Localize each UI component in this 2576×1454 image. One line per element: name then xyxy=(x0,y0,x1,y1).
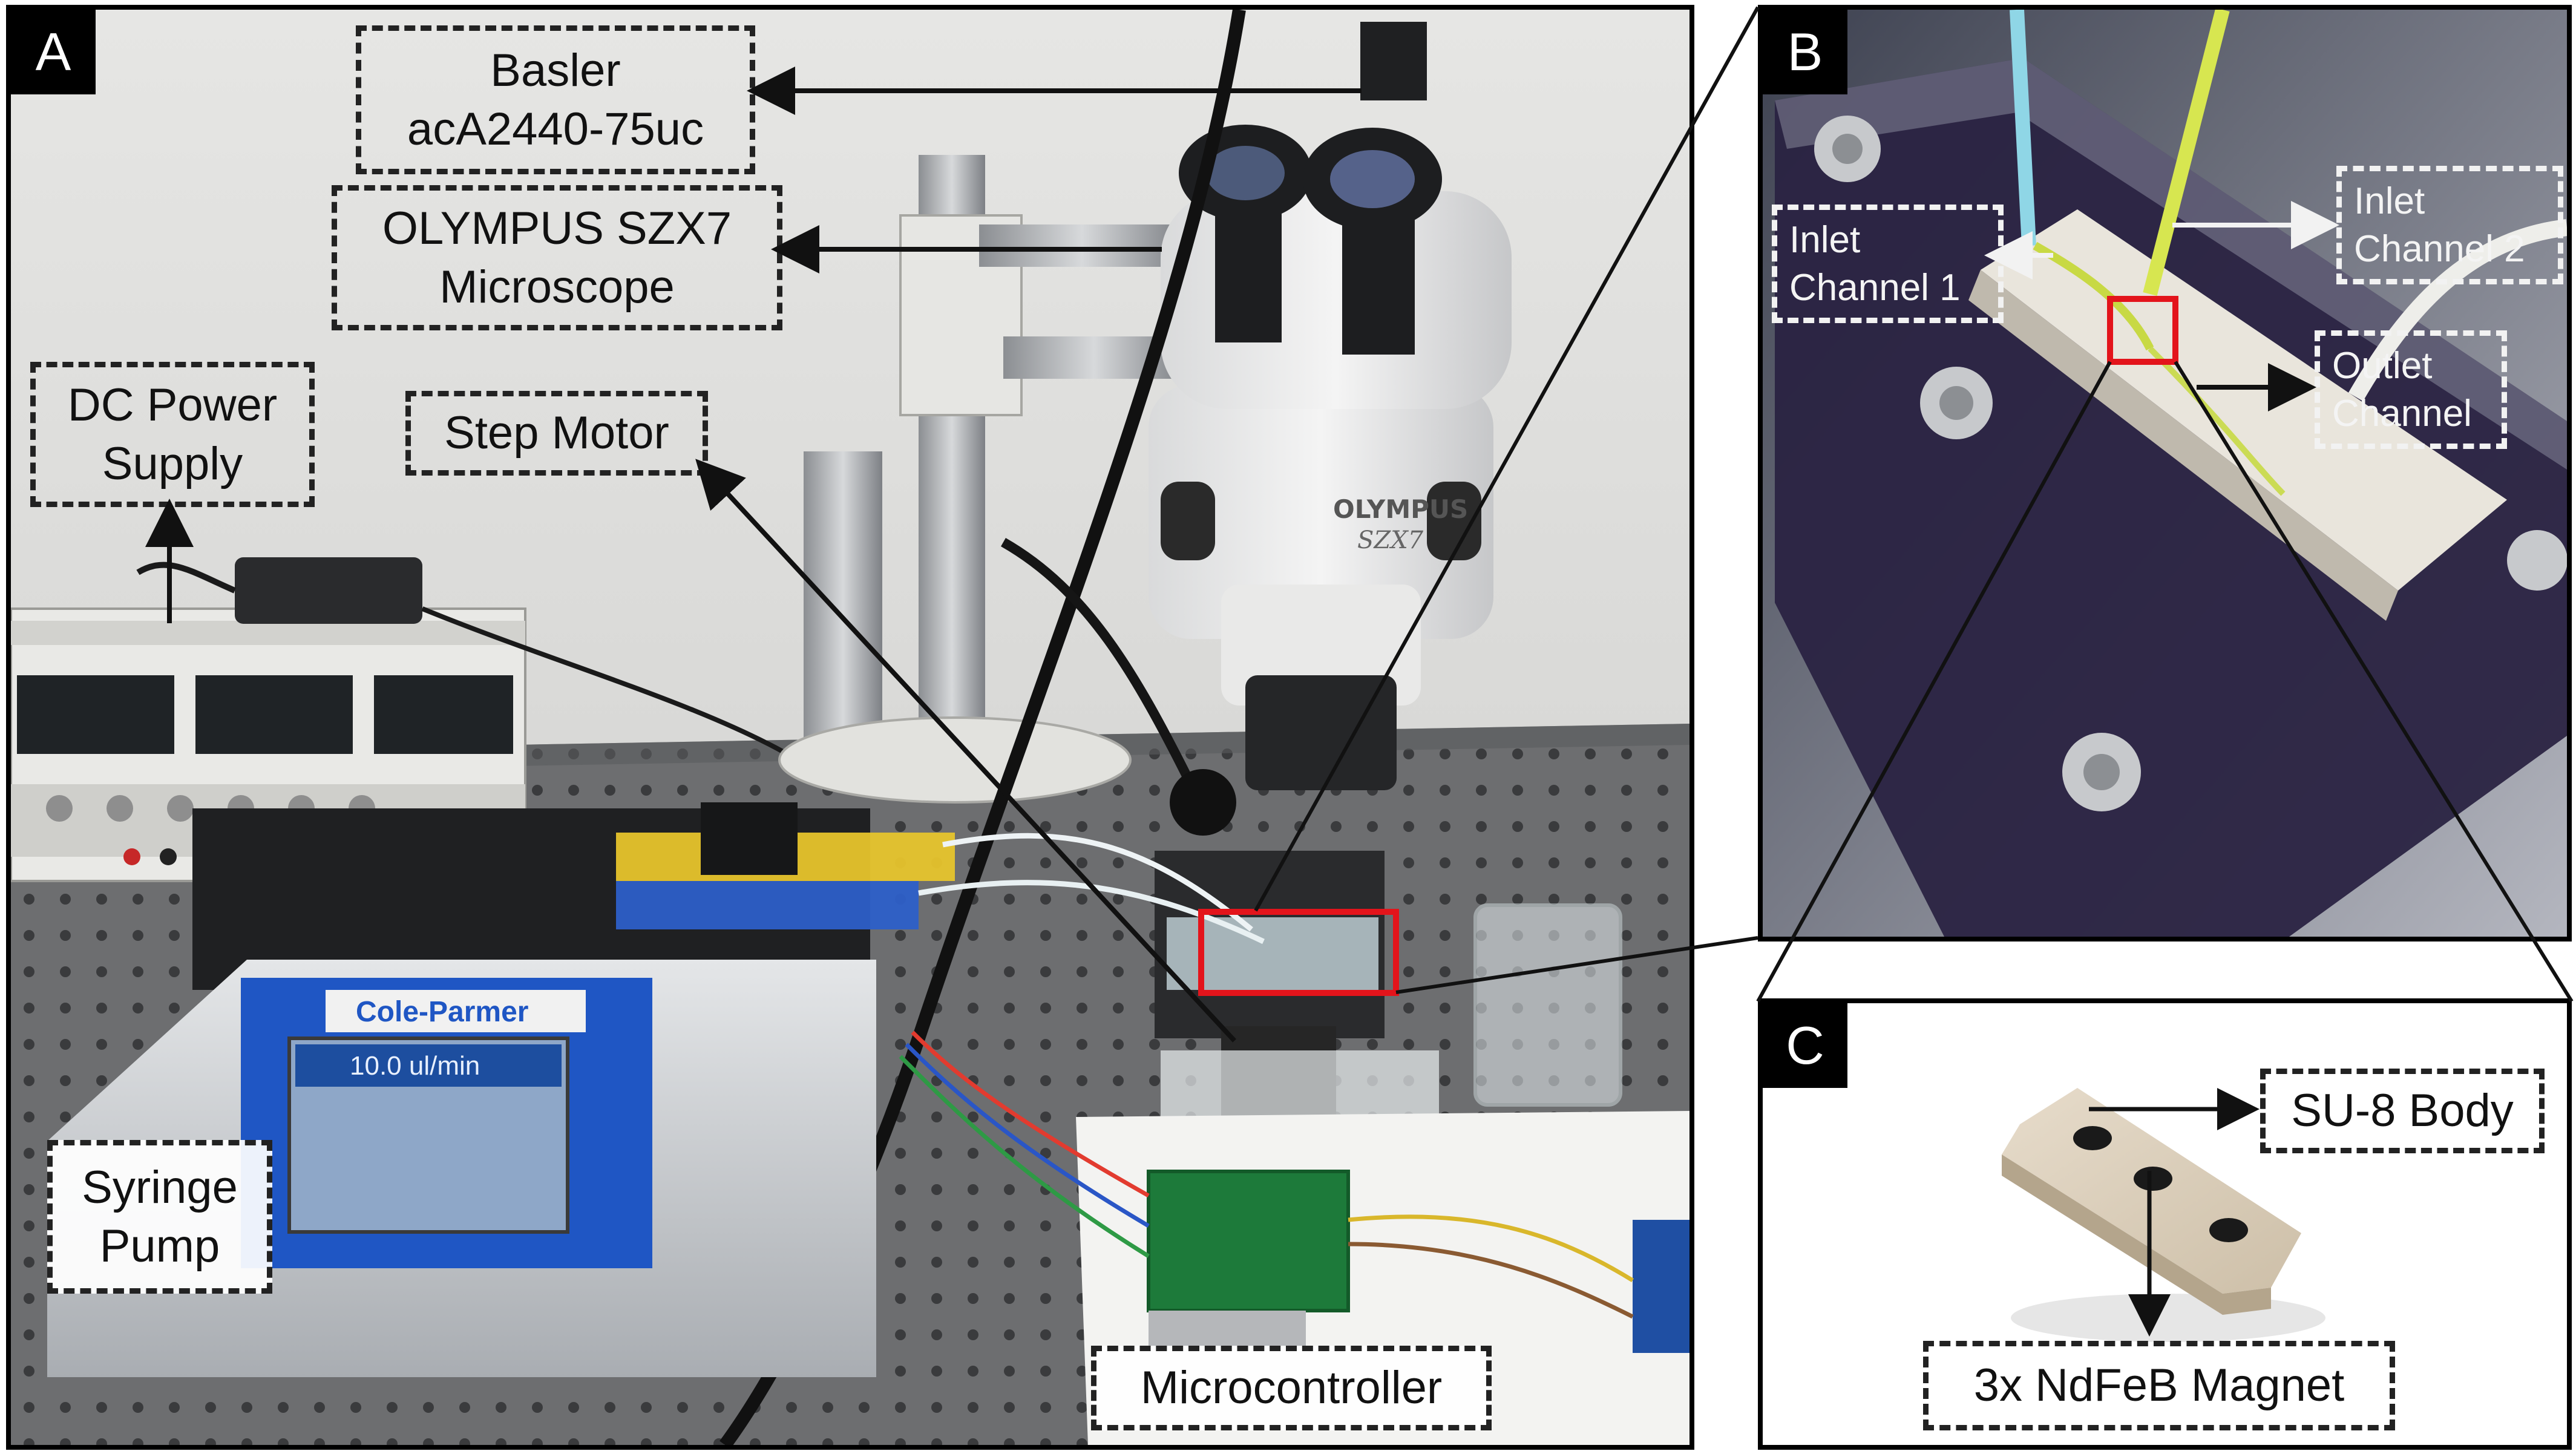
microcontroller-label: Microcontroller xyxy=(1091,1346,1492,1430)
panel-a: OLYMPUS SZX7 10.0 ul/min Cole-Parmer xyxy=(6,5,1694,1450)
inlet-channel-2-line1: Inlet xyxy=(2354,180,2425,222)
camera-label-line2: acA2440-75uc xyxy=(407,103,704,155)
syringe-pump-label: Syringe Pump xyxy=(47,1140,272,1294)
panel-c: C SU-8 Body 3x NdFeB Magnet xyxy=(1758,998,2572,1450)
step-motor-label-line1: Step Motor xyxy=(444,407,669,459)
microscope-label-line2: Microscope xyxy=(439,261,675,313)
pump-screen-text: 10.0 ul/min xyxy=(350,1051,480,1081)
power-supply-label: DC Power Supply xyxy=(30,362,315,507)
magnet-label: 3x NdFeB Magnet xyxy=(1923,1341,2395,1430)
outlet-channel-line1: Outlet xyxy=(2332,344,2433,387)
panel-a-letter: A xyxy=(11,10,96,94)
inlet-channel-2-label: Inlet Channel 2 xyxy=(2336,166,2563,284)
power-supply-label-line2: Supply xyxy=(102,438,243,490)
camera-label-line1: Basler xyxy=(490,44,621,96)
microscope-label-line1: OLYMPUS SZX7 xyxy=(382,202,732,254)
su8-body-label-line1: SU-8 Body xyxy=(2291,1085,2514,1137)
microcontroller-label-line1: Microcontroller xyxy=(1140,1362,1443,1414)
inlet-channel-1-line2: Channel 1 xyxy=(1789,267,1961,309)
panel-c-letter: C xyxy=(1763,1003,1847,1088)
camera-label: Basler acA2440-75uc xyxy=(356,25,755,174)
inlet-channel-2-line2: Channel 2 xyxy=(2354,228,2525,270)
microscope-model-text: SZX7 xyxy=(1357,526,1424,554)
syringe-pump-label-line2: Pump xyxy=(99,1220,220,1272)
panel-b-letter: B xyxy=(1763,10,1847,94)
chip-closeup-photo xyxy=(1763,10,2567,937)
panel-b: B Inlet Channel 1 Inlet Channel 2 Outlet… xyxy=(1758,5,2572,941)
inlet-channel-1-line1: Inlet xyxy=(1789,218,1861,261)
outlet-channel-line2: Channel xyxy=(2332,393,2472,434)
microscope-label: OLYMPUS SZX7 Microscope xyxy=(332,185,782,330)
step-motor-label: Step Motor xyxy=(405,391,708,476)
magnet-label-line1: 3x NdFeB Magnet xyxy=(1973,1360,2345,1412)
pump-brand-text: Cole-Parmer xyxy=(356,996,528,1028)
inlet-channel-1-label: Inlet Channel 1 xyxy=(1772,205,2004,323)
syringe-pump-label-line1: Syringe xyxy=(82,1161,238,1213)
microscope-brand-text: OLYMPUS xyxy=(1333,494,1468,524)
power-supply-label-line1: DC Power xyxy=(67,379,278,431)
outlet-channel-label: Outlet Channel xyxy=(2315,330,2507,449)
su8-body-label: SU-8 Body xyxy=(2260,1069,2545,1153)
